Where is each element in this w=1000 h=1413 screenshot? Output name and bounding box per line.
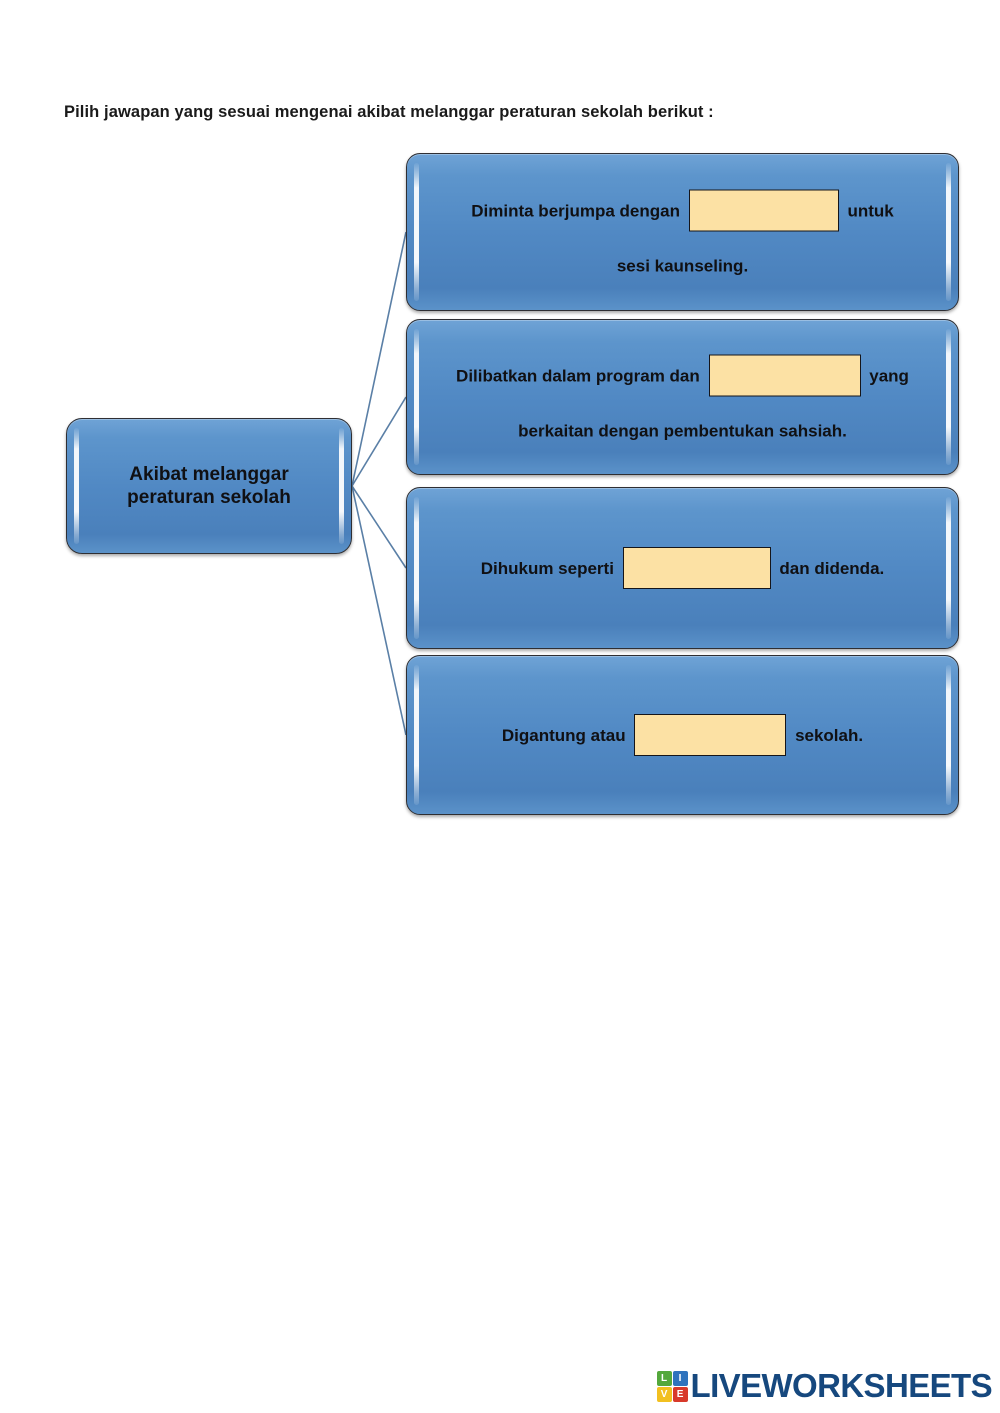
logo-tile-v: V [656, 1386, 672, 1402]
branch-box-1: Diminta berjumpa dengan untuk sesi kauns… [406, 153, 959, 311]
instruction-text: Pilih jawapan yang sesuai mengenai akiba… [64, 103, 714, 121]
branch-box-3: Dihukum seperti dan didenda. [406, 487, 959, 649]
branch-4-body: Digantung atau sekolah. [407, 714, 958, 756]
answer-input-1[interactable] [688, 189, 839, 232]
branch-4-text-after: sekolah. [795, 725, 864, 745]
branch-2-text-before: Dilibatkan dalam program dan [456, 366, 700, 385]
answer-input-3[interactable] [622, 547, 771, 589]
branch-2-line-2: berkaitan dengan pembentukan sahsiah. [518, 421, 847, 441]
branch-3-text-after: dan didenda. [779, 558, 885, 578]
flow-diagram: Akibat melanggar peraturan sekolah Dimin… [66, 153, 959, 815]
center-node: Akibat melanggar peraturan sekolah [66, 418, 352, 554]
connector-to-branch-4 [351, 485, 407, 736]
branch-1-line-2: sesi kaunseling. [616, 256, 749, 276]
branch-box-4: Digantung atau sekolah. [406, 655, 959, 815]
answer-input-2[interactable] [708, 354, 861, 397]
logo-tile-l: L [656, 1370, 672, 1386]
center-node-label-line-1: Akibat melanggar [129, 463, 289, 485]
branch-1-line-1: Diminta berjumpa dengan untuk [433, 189, 932, 232]
branch-3-line-1: Dihukum seperti dan didenda. [433, 547, 932, 589]
connector-to-branch-3 [351, 485, 407, 569]
branch-1-body: Diminta berjumpa dengan untuk sesi kauns… [407, 189, 958, 276]
branch-2-line-1: Dilibatkan dalam program dan yang [433, 354, 932, 397]
branch-2-body: Dilibatkan dalam program dan yang berkai… [407, 354, 958, 441]
logo-tile-i: I [672, 1370, 688, 1386]
branch-1-text-after: untuk [847, 201, 894, 220]
branch-2-text-after: yang [869, 366, 909, 385]
branch-4-text-before: Digantung atau [501, 725, 626, 745]
logo-tile-e: E [672, 1386, 688, 1402]
branch-3-body: Dihukum seperti dan didenda. [407, 547, 958, 589]
branch-3-text-before: Dihukum seperti [480, 558, 614, 578]
branch-4-line-1: Digantung atau sekolah. [433, 714, 932, 756]
connector-to-branch-1 [351, 231, 407, 487]
branch-box-2: Dilibatkan dalam program dan yang berkai… [406, 319, 959, 475]
center-node-label: Akibat melanggar peraturan sekolah [67, 463, 351, 509]
answer-input-4[interactable] [634, 714, 787, 756]
branch-1-text-before: Diminta berjumpa dengan [471, 201, 680, 220]
liveworksheets-logo-icon: L I V E [656, 1370, 688, 1402]
center-node-label-line-2: peraturan sekolah [127, 487, 291, 508]
logo-wordmark: LIVEWORKSHEETS [690, 1367, 993, 1404]
connector-to-branch-2 [351, 396, 407, 487]
liveworksheets-logo: L I V E LIVEWORKSHEETS [656, 1365, 993, 1407]
